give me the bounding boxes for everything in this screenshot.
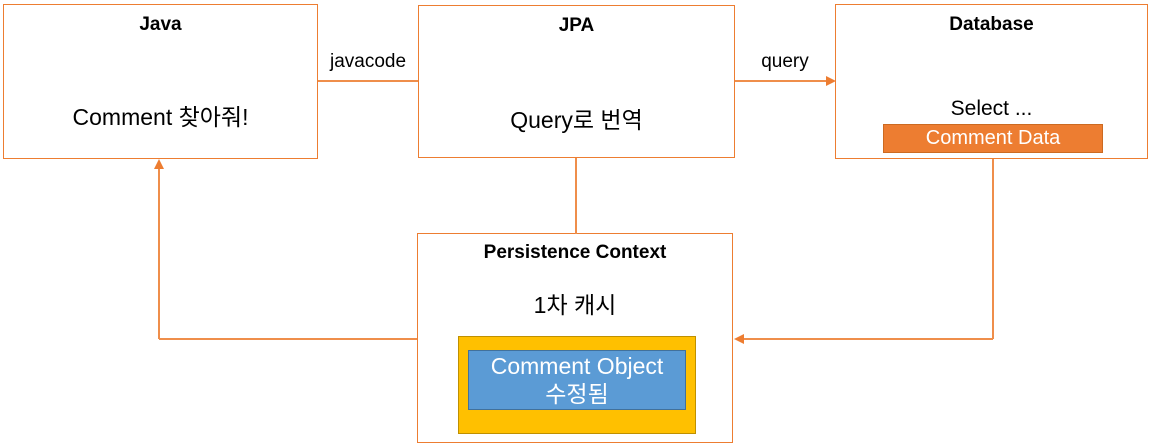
java-box-title: Java: [139, 14, 182, 35]
database-box: Database Select ... Comment Data: [835, 4, 1148, 159]
connector-jpa-to-database: [735, 80, 828, 82]
comment-object-line1: Comment Object: [490, 353, 664, 379]
persistence-context-box: Persistence Context 1차 캐시 Comment Object…: [417, 233, 733, 443]
connector-persistence-to-left: [159, 338, 417, 340]
comment-object-line2: 수정됨: [545, 381, 609, 407]
edge-label-javacode: javacode: [329, 51, 407, 72]
java-box: Java Comment 찾아줘!: [3, 4, 318, 159]
arrowhead-left-icon: [734, 334, 744, 344]
arrowhead-up-icon: [154, 159, 164, 169]
connector-database-down: [992, 159, 994, 339]
edge-label-query: query: [761, 51, 809, 72]
java-box-body: Comment 찾아줘!: [72, 104, 249, 130]
connector-java-to-jpa: [318, 80, 418, 82]
connector-up-to-java: [158, 168, 160, 339]
first-level-cache-label: 1차 캐시: [533, 292, 617, 318]
persistence-context-title: Persistence Context: [483, 242, 667, 263]
arrowhead-right-icon: [826, 76, 836, 86]
cache-highlight-box: Comment Object 수정됨: [458, 336, 696, 434]
database-box-body: Select ...: [950, 97, 1033, 120]
jpa-box-body: Query로 번역: [510, 107, 643, 133]
jpa-box: JPA Query로 번역: [418, 5, 735, 158]
comment-data-chip: Comment Data: [883, 124, 1103, 153]
connector-database-to-persistence: [744, 338, 993, 340]
jpa-box-title: JPA: [558, 15, 595, 36]
connector-jpa-to-persistence: [575, 158, 577, 234]
database-box-title: Database: [949, 14, 1034, 35]
comment-object-box: Comment Object 수정됨: [468, 350, 686, 410]
